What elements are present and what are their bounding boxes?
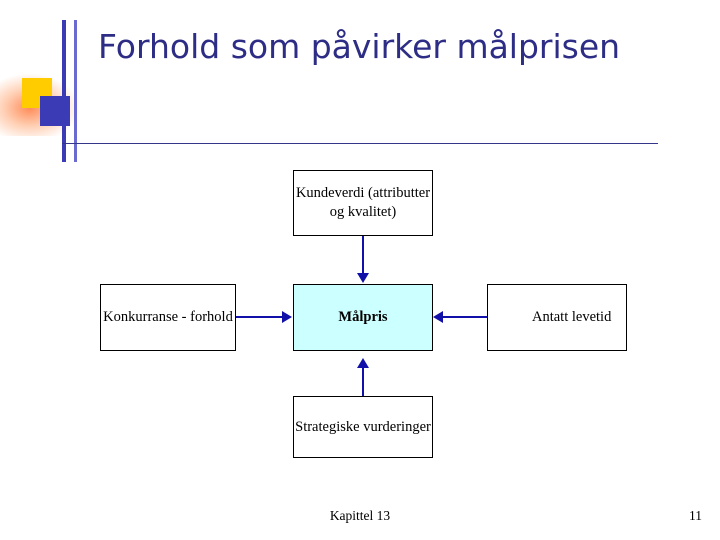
decoration-square-yellow [22,78,52,108]
footer-chapter-label: Kapittel 13 [329,508,391,523]
decoration-square-blue [40,96,70,126]
diagram-node-malpris: Målpris [293,284,433,351]
diagram-node-konkurranse: Konkurranse - forhold [100,284,236,351]
title-divider [62,143,658,144]
diagram-node-kundeverdi: Kundeverdi (attributter og kvalitet) [293,170,433,236]
slide-title: Forhold som påvirker målprisen [98,27,621,66]
decoration-glow [0,74,78,136]
slide-decoration [0,0,110,162]
decoration-bar-primary [62,20,66,162]
diagram-node-antatt: Antatt levetid [487,284,627,351]
diagram-node-strategiske: Strategiske vurderinger [293,396,433,458]
footer-page-number: 11 [689,508,702,523]
decoration-bar-secondary [74,20,77,162]
